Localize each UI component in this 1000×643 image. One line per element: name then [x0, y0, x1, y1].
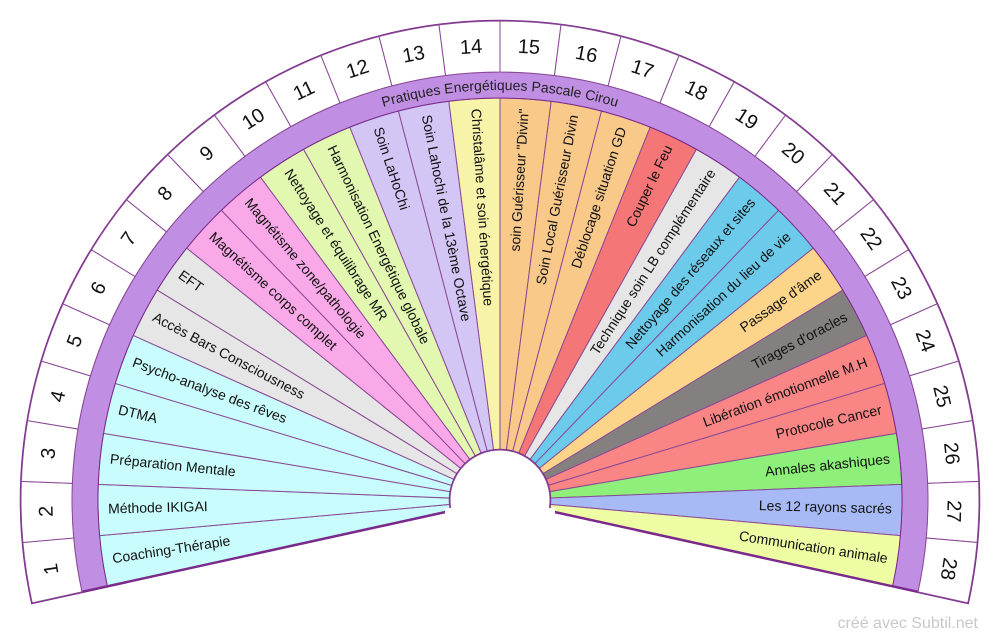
number-cell-25: 25	[908, 360, 973, 430]
slice-number: 15	[517, 36, 541, 59]
slice-number: 3	[37, 447, 60, 460]
number-cell-10: 10	[213, 81, 292, 157]
number-cell-27: 27	[925, 480, 980, 544]
number-cell-7: 7	[90, 199, 168, 278]
number-cell-20: 20	[754, 114, 833, 193]
number-cell-6: 6	[62, 249, 136, 326]
number-cell-18: 18	[659, 55, 735, 128]
number-cell-11: 11	[265, 55, 341, 128]
slice-1[interactable]: Coaching-Thérapie	[99, 503, 452, 587]
slice-label: Les 12 rayons sacrés	[759, 497, 892, 516]
slice-number: 16	[573, 42, 599, 68]
number-cell-9: 9	[167, 114, 246, 193]
footer-credit: créé avec Subtil.net	[837, 615, 978, 632]
slice-number: 4	[47, 389, 71, 405]
slice-number: 14	[459, 36, 483, 59]
slice-number: 13	[401, 42, 427, 68]
number-cell-15: 15	[499, 20, 562, 77]
slice-number: 2	[36, 505, 58, 517]
number-cell-5: 5	[40, 303, 111, 377]
slice-15[interactable]: soin Guérisseur "Divin"	[499, 97, 552, 451]
number-cell-4: 4	[27, 360, 92, 430]
slice-number: 28	[936, 556, 961, 581]
center-hole	[445, 449, 555, 643]
slice-number: 26	[939, 441, 963, 465]
number-cell-17: 17	[607, 35, 680, 104]
number-cell-23: 23	[864, 249, 938, 326]
number-cell-2: 2	[20, 480, 75, 544]
number-cell	[917, 537, 978, 604]
slice-number: 27	[942, 500, 965, 523]
slice-number: 25	[928, 383, 954, 410]
slice-14[interactable]: Christalâme et soin énergétique	[448, 97, 501, 451]
number-cell-3: 3	[20, 420, 79, 484]
number-cell-19: 19	[708, 81, 787, 157]
number-cell-26: 26	[921, 420, 980, 484]
number-cell-1: 1	[22, 537, 83, 604]
number-cell-21: 21	[795, 154, 875, 233]
number-cell-14: 14	[438, 20, 501, 77]
number-cell-28: 28	[917, 537, 978, 604]
center-mask	[445, 508, 555, 643]
slice-number: 1	[40, 562, 63, 576]
slice-label: Méthode IKIGAI	[108, 498, 208, 516]
number-cell-16: 16	[553, 24, 622, 87]
